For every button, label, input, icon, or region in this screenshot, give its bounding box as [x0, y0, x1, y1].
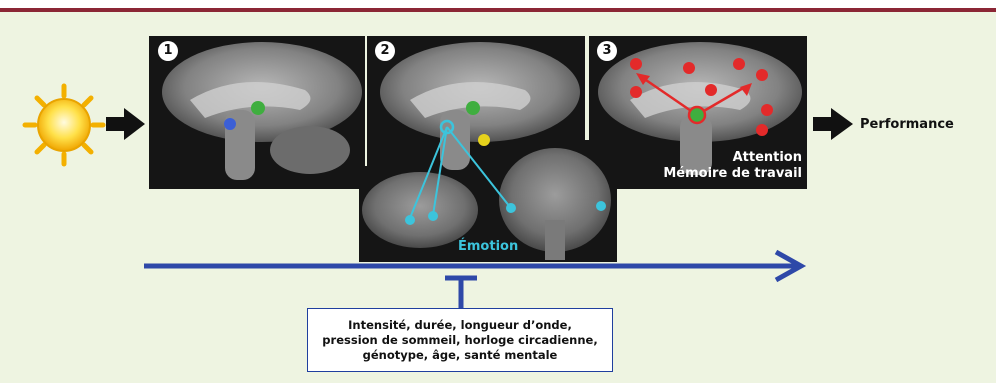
emotion-sagittal-anatomy: [362, 172, 478, 248]
sun-icon: [25, 86, 103, 164]
working-memory-label: Mémoire de travail: [640, 166, 802, 182]
cyan-dot: [405, 215, 415, 225]
cyan-dot: [428, 211, 438, 221]
attention-label: Attention: [660, 150, 802, 166]
factors-line-3: génotype, âge, santé mentale: [322, 348, 597, 363]
step-2-badge: 2: [375, 41, 395, 61]
factors-line-1: Intensité, durée, longueur d’onde,: [322, 318, 597, 333]
step-1-badge: 1: [158, 41, 178, 61]
yellow-dot: [478, 134, 490, 146]
output-arrow-icon: [813, 108, 853, 140]
factors-line-2: pression de sommeil, horloge circadienne…: [322, 333, 597, 348]
performance-label: Performance: [860, 117, 954, 132]
emotion-label: Émotion: [458, 239, 518, 254]
factor-connector: [445, 278, 477, 308]
input-arrow-icon: [106, 108, 145, 140]
green-dot: [466, 101, 480, 115]
cyan-dot: [506, 203, 516, 213]
cyan-dot: [596, 201, 606, 211]
blue-dot: [224, 118, 236, 130]
green-dot-ring: [689, 107, 705, 123]
green-dot: [251, 101, 265, 115]
step-3-badge: 3: [597, 41, 617, 61]
factors-box: Intensité, durée, longueur d’onde, press…: [307, 308, 613, 372]
